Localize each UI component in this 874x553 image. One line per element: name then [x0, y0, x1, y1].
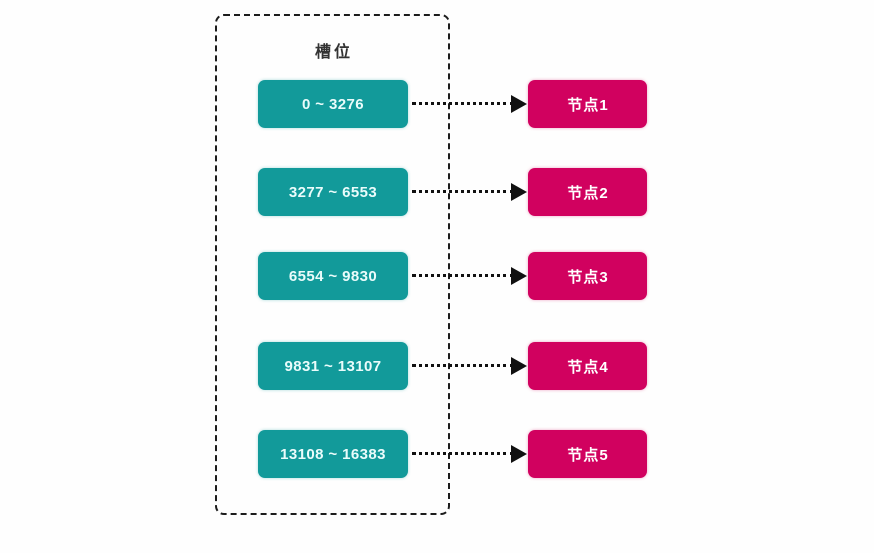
slot-range-box[interactable]: 9831 ~ 13107: [258, 342, 408, 390]
node-box[interactable]: 节点5: [528, 430, 647, 478]
slot-group-container: [215, 14, 450, 515]
connector-arrow-icon: [511, 95, 527, 113]
mapping-row: 9831 ~ 13107 节点4: [0, 342, 874, 390]
mapping-row: 13108 ~ 16383 节点5: [0, 430, 874, 478]
mapping-row: 0 ~ 3276 节点1: [0, 80, 874, 128]
mapping-row: 3277 ~ 6553 节点2: [0, 168, 874, 216]
connector-arrow-icon: [511, 267, 527, 285]
node-box[interactable]: 节点2: [528, 168, 647, 216]
node-box[interactable]: 节点3: [528, 252, 647, 300]
connector-arrow-icon: [511, 183, 527, 201]
connector-arrow-icon: [511, 445, 527, 463]
connector-dotted-line: [412, 274, 514, 281]
connector-dotted-line: [412, 452, 514, 459]
connector-dotted-line: [412, 190, 514, 197]
slot-range-box[interactable]: 13108 ~ 16383: [258, 430, 408, 478]
connector-dotted-line: [412, 364, 514, 371]
node-box[interactable]: 节点4: [528, 342, 647, 390]
connector-arrow-icon: [511, 357, 527, 375]
slot-range-box[interactable]: 3277 ~ 6553: [258, 168, 408, 216]
node-box[interactable]: 节点1: [528, 80, 647, 128]
slot-group-title: 槽位: [314, 44, 353, 61]
connector-dotted-line: [412, 102, 514, 109]
slot-range-box[interactable]: 6554 ~ 9830: [258, 252, 408, 300]
slot-range-box[interactable]: 0 ~ 3276: [258, 80, 408, 128]
mapping-row: 6554 ~ 9830 节点3: [0, 252, 874, 300]
